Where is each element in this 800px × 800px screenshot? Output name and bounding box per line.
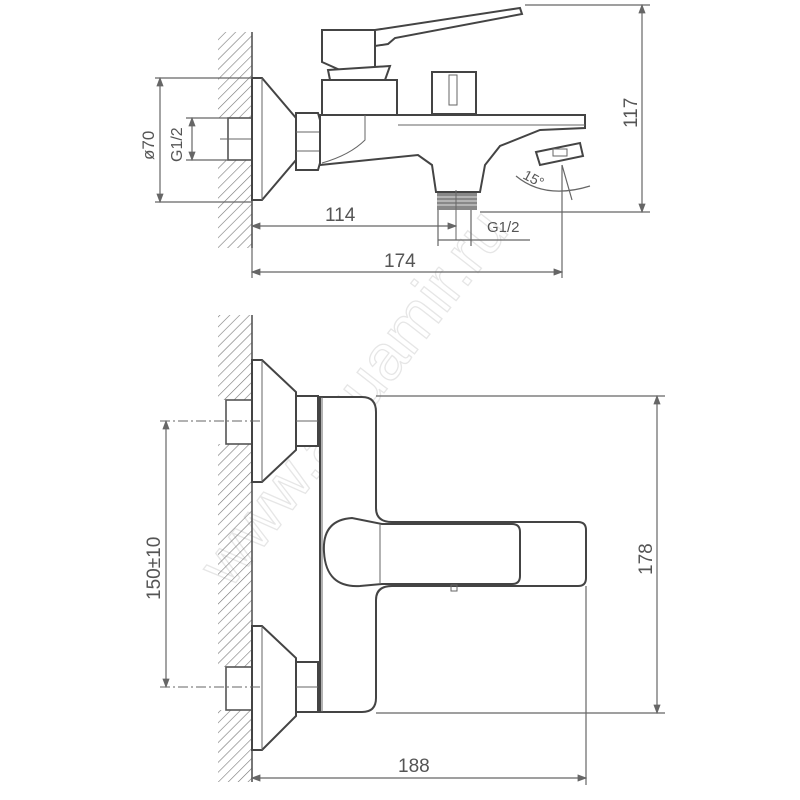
lever-handle-side: [374, 6, 524, 48]
dim-body-height: 178: [636, 543, 657, 575]
dim-inlet-spacing: 150±10: [144, 537, 165, 600]
indicator-notch: [450, 584, 458, 592]
wall-flange-bottom: [251, 625, 297, 751]
dim-total-width: 188: [398, 756, 430, 777]
aerator: [534, 141, 585, 167]
wall-section-top: [218, 32, 253, 248]
dim-outlet-thread: G1/2: [487, 219, 520, 236]
wall-flange-side: [251, 77, 297, 201]
inlet-pipe-bottom: [225, 666, 253, 711]
dim-inlet-thread: G1/2: [169, 127, 186, 162]
cartridge-base: [321, 79, 398, 116]
inlet-pipe-top: [225, 399, 253, 445]
front-view: 150±10 178 188: [144, 315, 665, 785]
lever-handle-front: [322, 516, 521, 588]
dim-total-depth: 174: [384, 251, 416, 272]
dim-flange-diameter: ø70: [139, 131, 158, 160]
diverter-knob: [431, 71, 477, 115]
side-view: ø70 G1/2 114 G1/2 174 117 15°: [139, 3, 650, 278]
handle-block: [321, 29, 376, 72]
dim-height: 117: [621, 98, 642, 128]
outlet-thread: [437, 193, 477, 210]
hex-nut-side: [295, 112, 321, 171]
spout-body-side: [319, 114, 586, 193]
dim-spout-offset: 114: [325, 205, 356, 226]
dim-aerator-angle: 15°: [521, 167, 547, 191]
